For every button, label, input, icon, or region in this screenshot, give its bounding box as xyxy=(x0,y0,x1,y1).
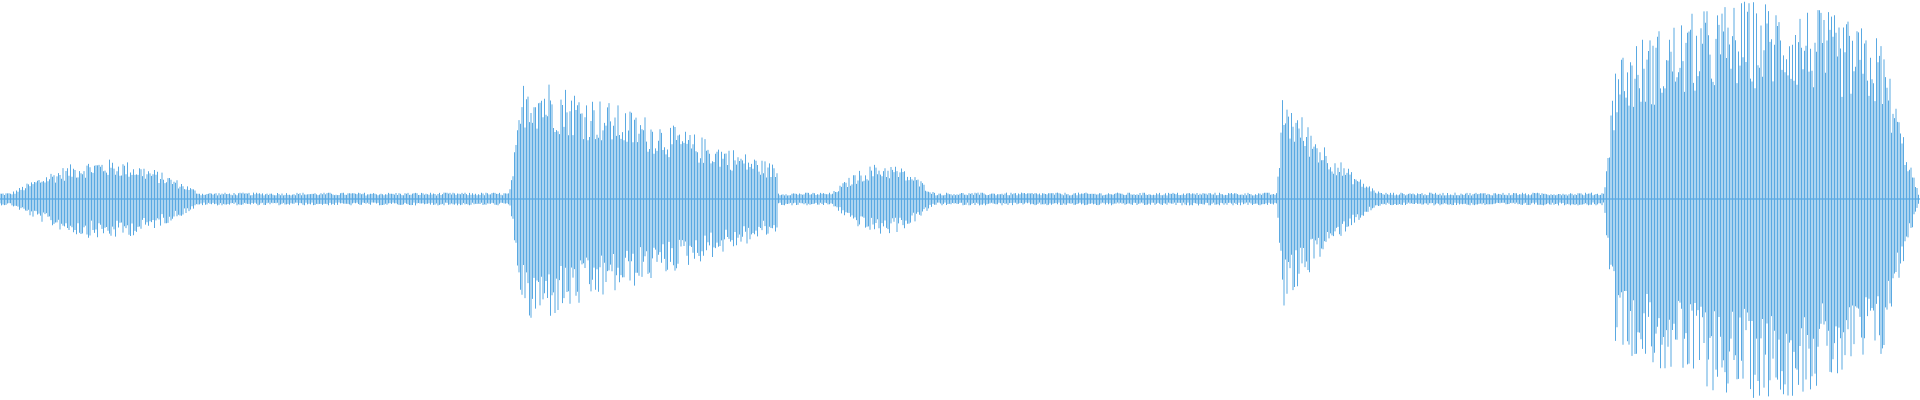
waveform-lines xyxy=(0,1,1920,398)
audio-waveform xyxy=(0,1,1920,398)
waveform-canvas xyxy=(0,1,1920,398)
